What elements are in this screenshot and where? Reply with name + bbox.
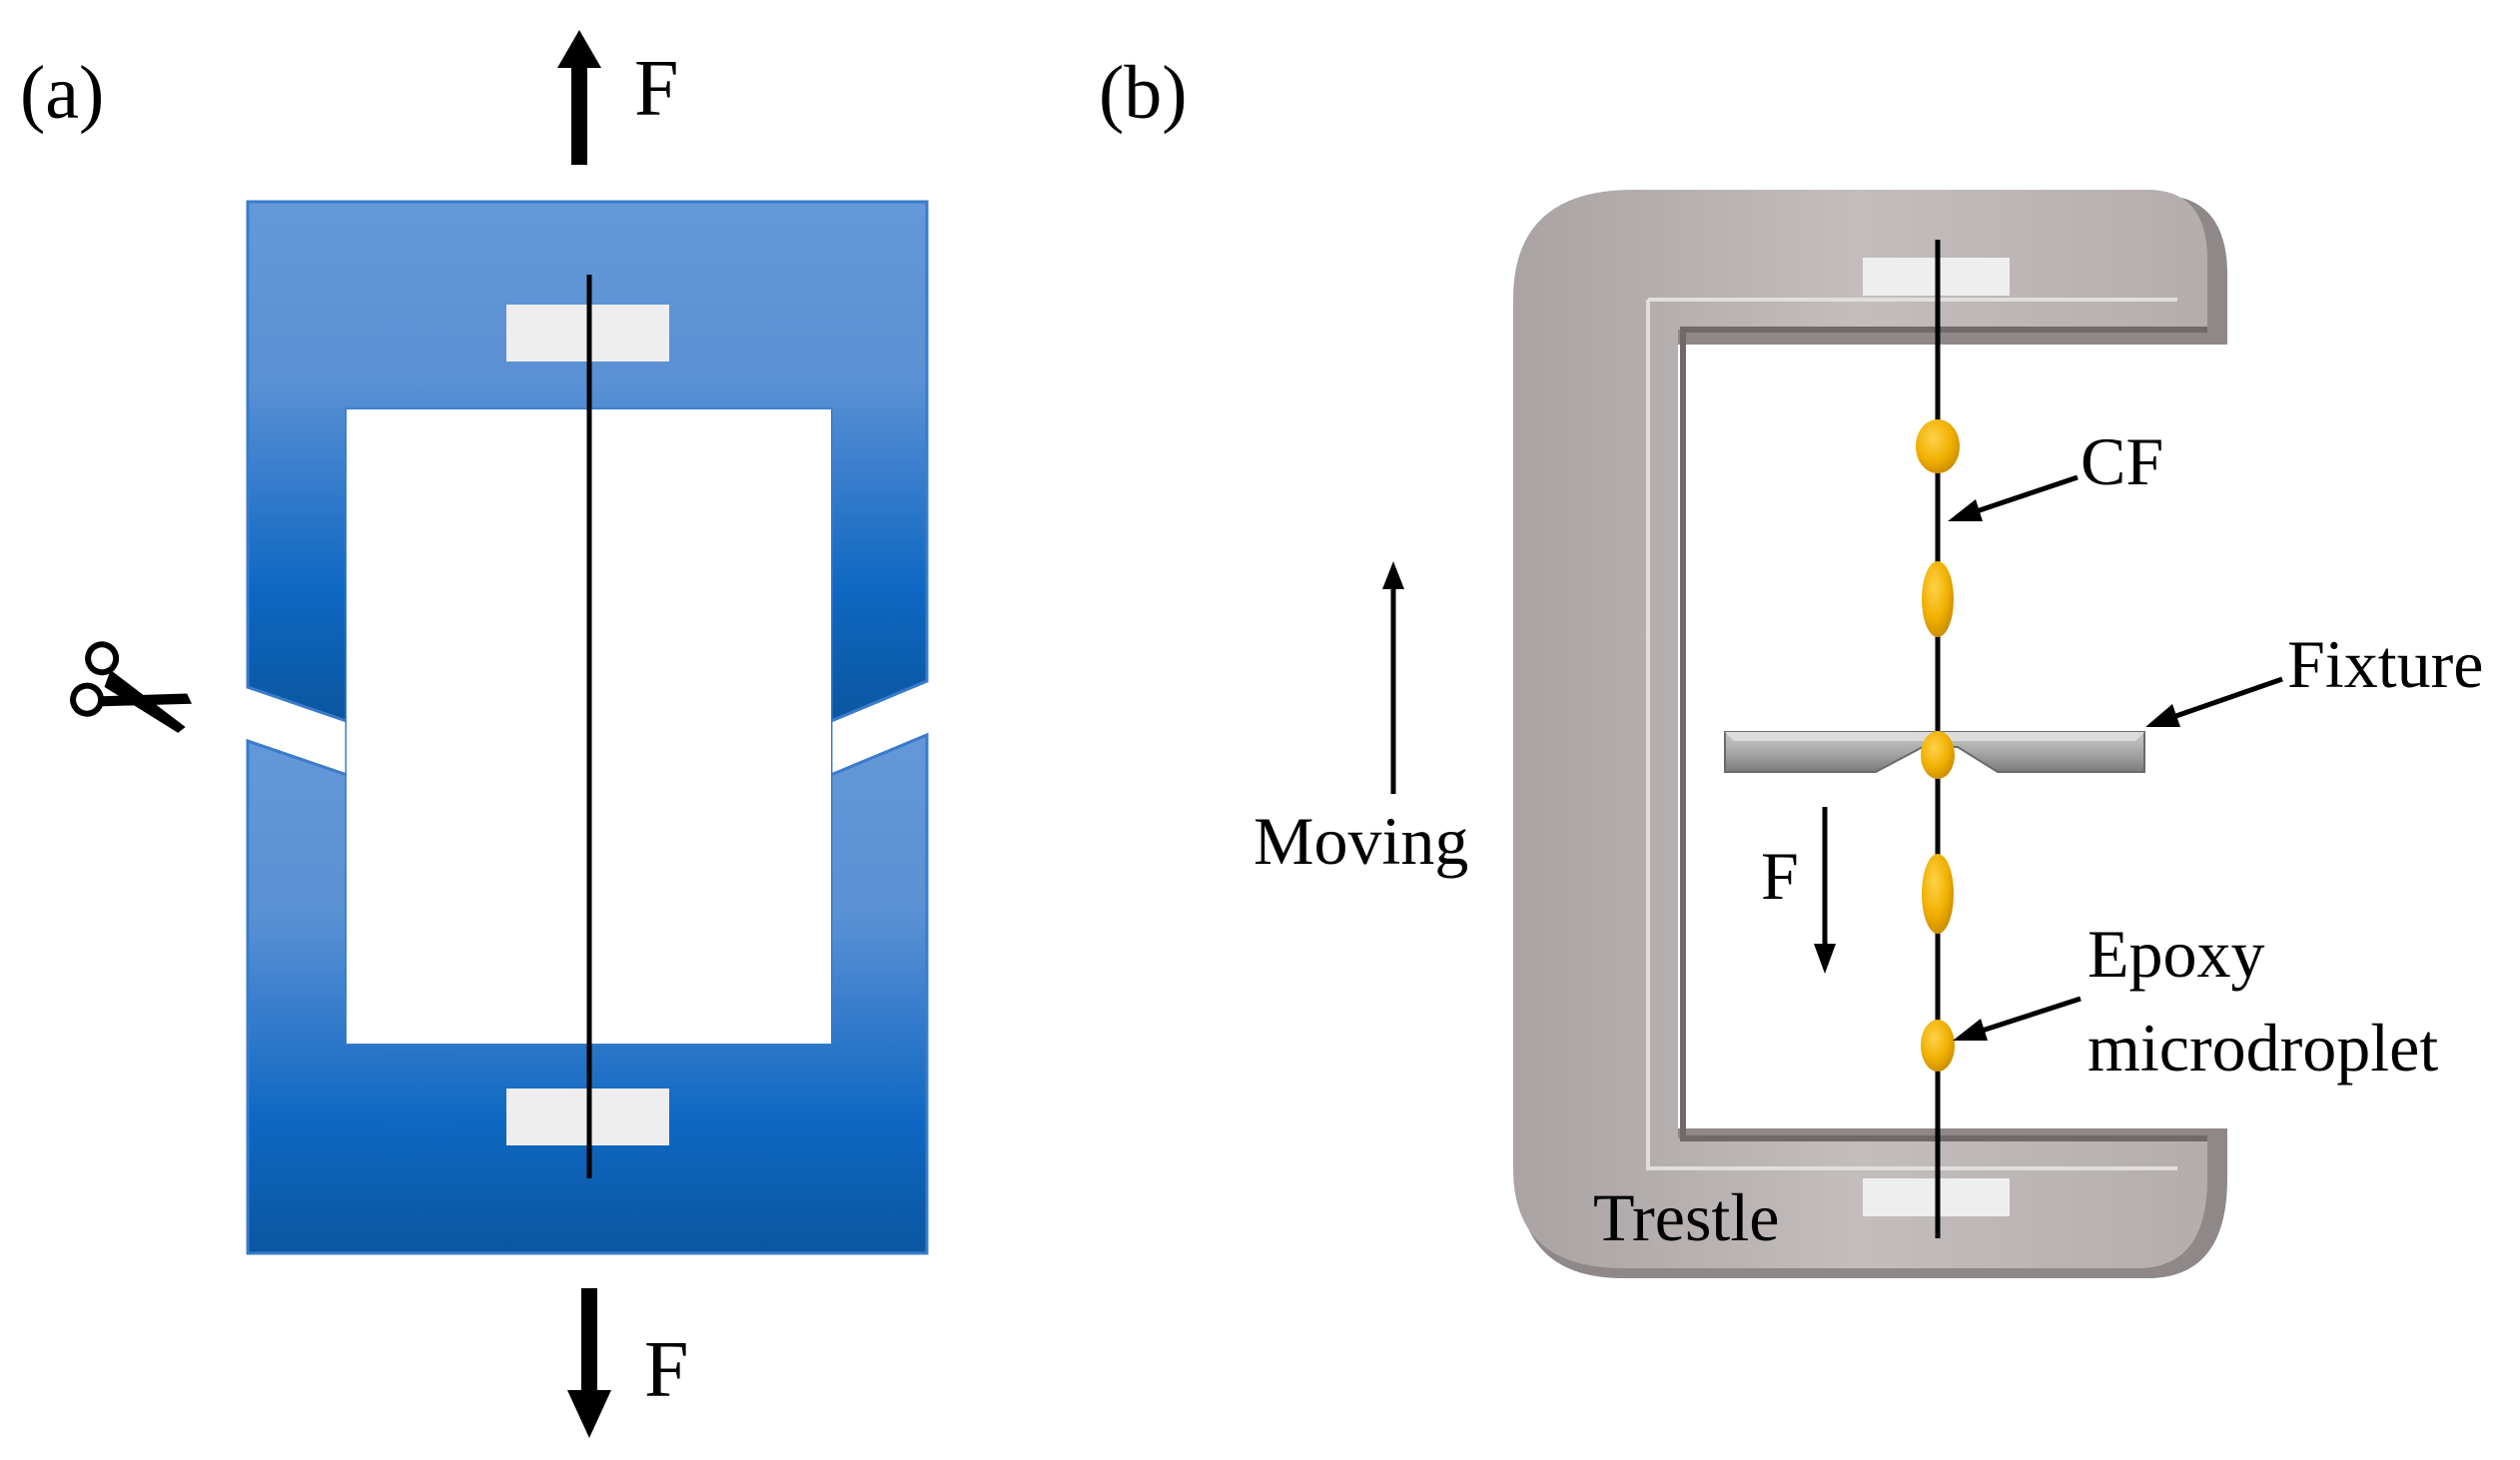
cf-label: CF	[2081, 423, 2163, 499]
panel-b-tag: (b)	[1099, 51, 1188, 135]
droplet-2	[1922, 561, 1954, 637]
force-arrow-top	[557, 30, 601, 165]
scissors-icon	[70, 641, 192, 733]
droplet-1	[1916, 419, 1960, 473]
panel-b: (b) CF	[1099, 51, 2483, 1278]
fixture-pointer	[2145, 676, 2283, 727]
force-label-bottom: F	[644, 1326, 689, 1414]
epoxy-label-line2: microdroplet	[2088, 1010, 2438, 1086]
epoxy-label-line1: Epoxy	[2088, 916, 2265, 992]
epoxy-droplets	[1916, 419, 1960, 1072]
droplet-5	[1921, 1020, 1955, 1072]
moving-arrow	[1382, 561, 1404, 794]
panel-a: (a) F F	[20, 30, 929, 1438]
force-arrow-b	[1814, 807, 1836, 974]
panel-a-tag: (a)	[20, 51, 104, 135]
trestle-label: Trestle	[1593, 1179, 1779, 1255]
cf-pointer	[1948, 474, 2079, 521]
fixture-label: Fixture	[2287, 626, 2483, 702]
force-label-top: F	[634, 45, 679, 133]
moving-label: Moving	[1254, 803, 1468, 879]
droplet-3	[1921, 731, 1955, 779]
epoxy-pointer	[1953, 996, 2082, 1041]
force-label-b: F	[1761, 838, 1799, 914]
force-arrow-bottom	[567, 1288, 611, 1438]
droplet-4	[1922, 854, 1954, 934]
trestle	[1513, 190, 2227, 1278]
